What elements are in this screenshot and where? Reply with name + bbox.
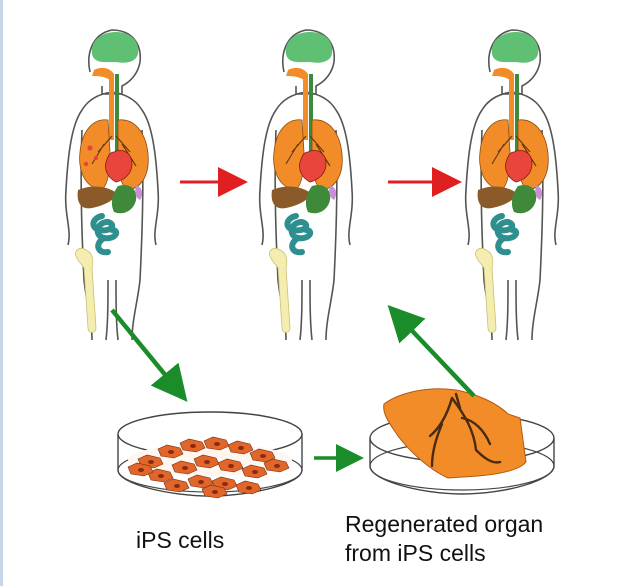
ips-cells-label: iPS cells bbox=[136, 527, 225, 553]
human-body-damaged-icon bbox=[66, 30, 159, 340]
human-body-treated-icon bbox=[260, 30, 353, 340]
left-border-rule bbox=[0, 0, 3, 586]
petri-dish-organ-icon bbox=[369, 388, 555, 495]
green-arrow-to-cells bbox=[110, 308, 188, 402]
petri-dish-cells-icon bbox=[117, 411, 303, 499]
human-body-healthy-icon bbox=[466, 30, 559, 340]
regenerated-organ-icon bbox=[383, 388, 527, 479]
regenerated-organ-label: Regenerated organ from iPS cells bbox=[345, 510, 543, 568]
regenerated-organ-label-line2: from iPS cells bbox=[345, 540, 486, 566]
regenerated-organ-label-line1: Regenerated organ bbox=[345, 511, 544, 537]
green-arrow-to-patient bbox=[387, 304, 476, 398]
